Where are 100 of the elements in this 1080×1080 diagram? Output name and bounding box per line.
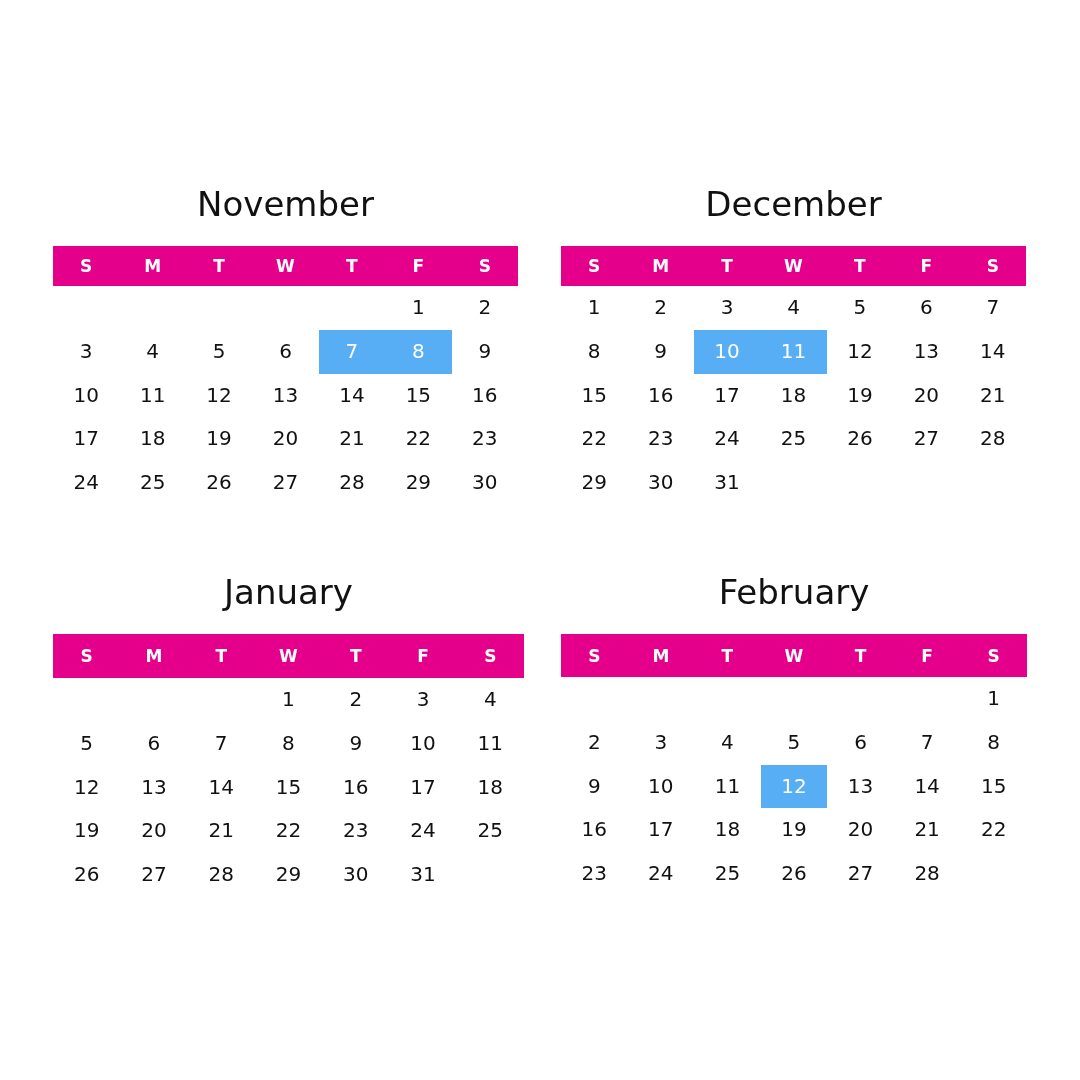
date-number: 2 [348,686,364,713]
weekday-label: W [783,644,805,667]
weekday-label: W [783,255,804,277]
date-number: 28 [338,469,366,497]
date-number: 22 [404,425,433,453]
date-number: 16 [342,773,370,801]
date-number: 12 [72,773,101,801]
weekday-label: W [275,255,296,277]
date-number: 26 [780,860,808,888]
date-number: 16 [646,381,675,409]
date-number: 22 [979,816,1008,844]
date-number: 9 [653,337,668,365]
date-number: 1 [281,686,296,713]
date-number: 16 [580,816,608,844]
date-number: 23 [342,817,370,845]
date-number: 5 [852,294,868,321]
date-number: 7 [985,294,1001,321]
date-number: 21 [207,817,235,845]
date-number: 17 [647,816,675,844]
date-number: 25 [138,469,167,497]
date-number: 9 [477,337,493,365]
date-number: 24 [647,860,675,888]
date-number: 11 [713,772,742,800]
date-number: 27 [271,469,300,497]
date-number: 15 [979,772,1008,800]
date-number: 1 [411,294,426,321]
date-number: 25 [713,860,742,888]
weekday-label: S [587,255,602,277]
date-number: 6 [919,294,934,321]
weekday-label: T [853,255,867,277]
date-number: 21 [913,816,941,844]
date-number: 17 [72,425,100,453]
date-number: 20 [912,381,941,409]
weekday-label: M [143,255,163,277]
date-number: 30 [471,469,499,497]
weekday-label: S [986,644,1001,667]
date-number: 25 [779,425,808,453]
date-number: 20 [271,425,300,453]
date-number: 3 [78,337,94,365]
date-number: 5 [79,729,94,757]
date-number: 24 [72,469,100,497]
date-number: 14 [338,381,366,409]
date-number: 3 [653,728,669,756]
date-number: 19 [205,425,233,453]
weekday-label: S [79,645,94,667]
date-number: 9 [348,729,364,757]
date-number: 23 [471,425,499,453]
date-number: 17 [409,773,437,801]
weekday-label: T [720,644,735,667]
date-number: 20 [846,816,875,844]
date-number: 21 [979,381,1007,409]
weekday-label: T [853,644,868,667]
date-number: 14 [913,772,941,800]
date-number: 5 [211,337,227,365]
date-number: 19 [846,381,874,409]
date-number: 6 [853,728,868,756]
date-number: 7 [213,729,229,757]
date-number: 15 [580,381,608,409]
date-number: 18 [713,816,742,844]
date-number: 2 [653,294,668,321]
weekday-label: T [214,645,228,667]
date-number: 21 [338,425,366,453]
date-number: 10 [647,772,675,800]
weekday-label: M [651,644,671,667]
date-number: 12 [205,381,233,409]
date-number: 15 [274,773,303,801]
date-number: 16 [471,381,499,409]
month-title: February [717,571,871,614]
date-number: 29 [404,469,433,497]
date-number: 3 [719,294,735,321]
date-number: 5 [786,728,802,756]
date-number: 24 [409,817,437,845]
weekday-label: F [920,644,934,667]
date-number: 18 [779,381,808,409]
date-number: 12 [846,337,874,365]
date-number: 10 [72,381,100,409]
weekday-label: T [720,255,734,277]
date-number: 27 [846,860,875,888]
date-number: 29 [274,861,303,889]
date-number: 24 [713,425,741,453]
date-number: 28 [979,425,1007,453]
weekday-label: S [587,644,602,667]
weekday-label: S [483,645,498,667]
date-number: 19 [72,817,101,845]
date-number: 13 [912,337,941,365]
date-number: 2 [477,294,493,321]
weekday-label: M [651,255,671,277]
date-number: 13 [271,381,300,409]
date-number: 6 [278,337,293,365]
date-number: 28 [207,861,235,889]
date-number: 26 [72,861,101,889]
weekday-label: W [278,645,299,667]
date-number: 22 [274,817,303,845]
date-number: 7 [919,728,935,756]
weekday-label: T [212,255,226,277]
date-number: 13 [846,772,875,800]
date-number: 27 [912,425,941,453]
date-number: 1 [586,294,602,321]
highlighted-date-cell: 12 [760,764,828,809]
date-number: 9 [586,772,602,800]
